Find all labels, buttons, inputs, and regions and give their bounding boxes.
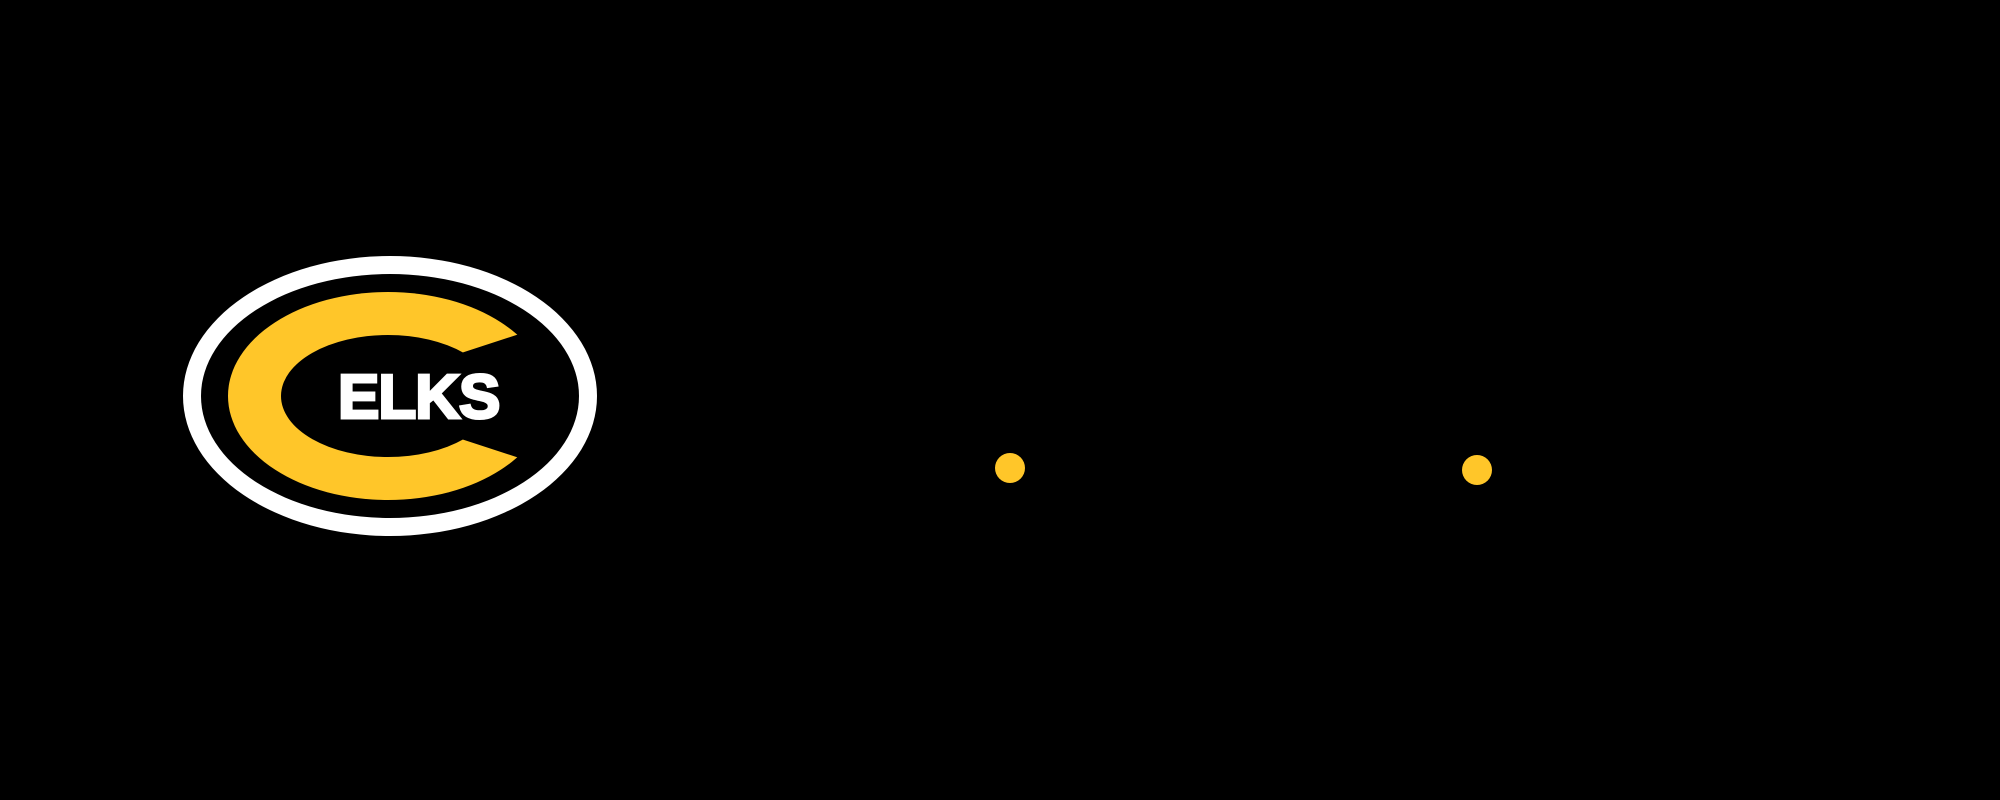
logo-gold-c bbox=[228, 292, 548, 500]
elks-logo: ELKS bbox=[175, 248, 605, 544]
gold-dot-right bbox=[1462, 455, 1492, 485]
gold-dot-left bbox=[995, 453, 1025, 483]
elks-wordmark: ELKS bbox=[338, 363, 499, 432]
